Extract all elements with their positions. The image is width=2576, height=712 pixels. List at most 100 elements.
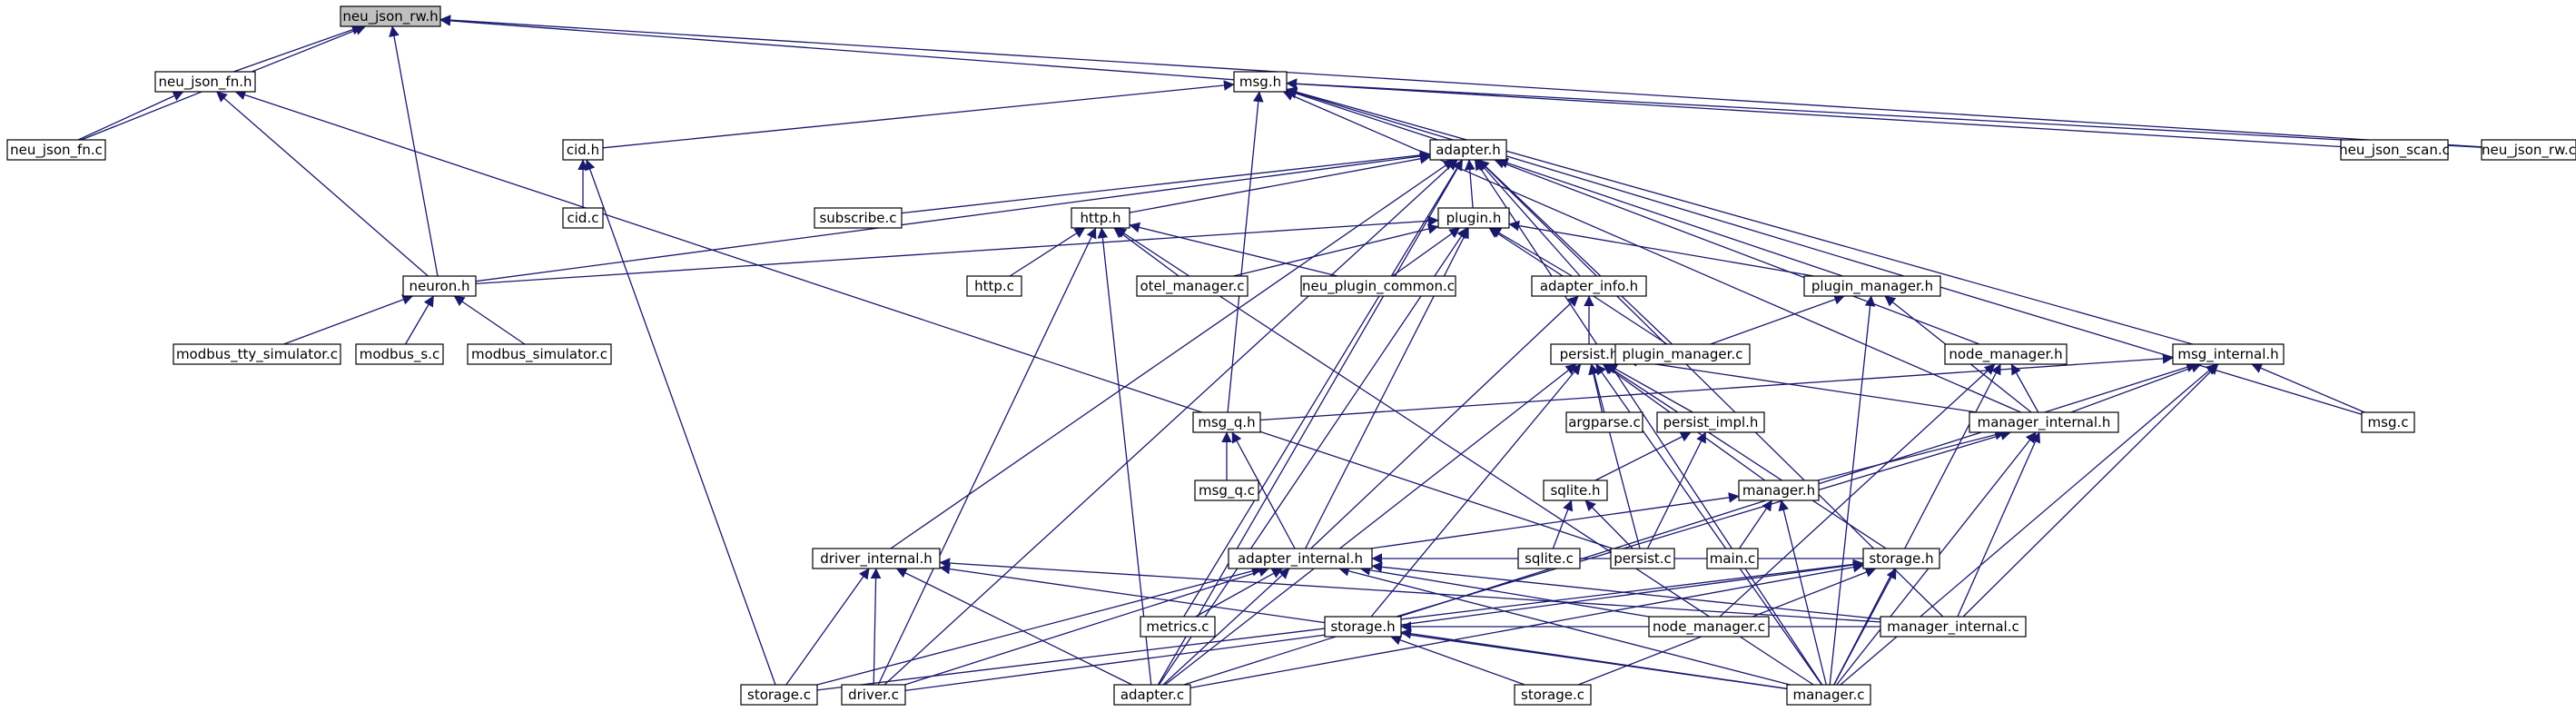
- node-label: plugin_manager.h: [1811, 278, 1933, 295]
- edge-msg-internal-h-to-msg-h: [1286, 86, 2194, 345]
- node-label: neu_json_fn.h: [159, 74, 252, 91]
- edge-plugin-manager-h-to-adapter-h: [1497, 158, 1843, 277]
- node-box: [402, 275, 477, 297]
- node-msg-h[interactable]: msg.h: [1233, 71, 1288, 93]
- edge-adapter-internal-h-to-adapter-info-h: [1310, 295, 1579, 549]
- node-label: plugin.h: [1446, 210, 1502, 226]
- node-node-manager-c[interactable]: node_manager.c: [1648, 616, 1770, 638]
- node-label: msg_q.h: [1198, 414, 1255, 431]
- node-neu-json-rw-h[interactable]: neu_json_rw.h: [340, 5, 441, 27]
- node-adapter-info-h[interactable]: adapter_info.h: [1531, 275, 1647, 297]
- node-msg-q-c[interactable]: msg_q.c: [1194, 480, 1259, 501]
- node-box: [1514, 684, 1592, 706]
- node-box: [2361, 411, 2415, 433]
- node-box: [1543, 480, 1608, 501]
- node-neu-plugin-common-c[interactable]: neu_plugin_common.c: [1300, 275, 1456, 297]
- node-box: [2172, 343, 2285, 365]
- edge-neuron-h-to-plugin-h: [475, 215, 1439, 285]
- edge-neu-json-fn-c-to-neu-json-fn-h: [77, 91, 184, 141]
- node-box: [1614, 343, 1751, 365]
- node-storage-h-a[interactable]: storage.h: [1862, 548, 1940, 569]
- node-storage-c-b[interactable]: storage.c: [1514, 684, 1592, 706]
- node-neuron-h[interactable]: neuron.h: [402, 275, 477, 297]
- node-argparse-c[interactable]: argparse.c: [1565, 411, 1643, 433]
- node-sqlite-h[interactable]: sqlite.h: [1543, 480, 1608, 501]
- node-box: [1648, 616, 1770, 638]
- node-label: metrics.c: [1146, 618, 1209, 635]
- node-box: [340, 5, 441, 27]
- node-http-h[interactable]: http.h: [1071, 207, 1130, 229]
- node-box: [562, 139, 604, 161]
- node-cid-c[interactable]: cid.c: [562, 207, 604, 229]
- node-label: manager.h: [1742, 482, 1815, 499]
- node-label: adapter_info.h: [1540, 278, 1638, 295]
- node-manager-internal-c[interactable]: manager_internal.c: [1880, 616, 2027, 638]
- node-persist-impl-h[interactable]: persist_impl.h: [1656, 411, 1765, 433]
- edge-adapter-info-h-to-plugin-h: [1490, 227, 1573, 277]
- node-adapter-internal-h[interactable]: adapter_internal.h: [1228, 548, 1373, 569]
- node-neu-json-rw-c[interactable]: neu_json_rw.c: [2481, 139, 2576, 161]
- node-sqlite-c[interactable]: sqlite.c: [1517, 548, 1581, 569]
- node-box: [1706, 548, 1759, 569]
- node-box: [1136, 275, 1249, 297]
- node-msg-c[interactable]: msg.c: [2361, 411, 2415, 433]
- edge-http-c-to-http-h: [1009, 227, 1086, 277]
- node-manager-h[interactable]: manager.h: [1738, 480, 1820, 501]
- node-adapter-c[interactable]: adapter.c: [1113, 684, 1191, 706]
- node-adapter-h[interactable]: adapter.h: [1429, 139, 1507, 161]
- node-box: [1233, 71, 1288, 93]
- node-box: [154, 71, 256, 93]
- edge-persist-impl-h-to-persist-h: [1606, 363, 1693, 413]
- node-manager-c[interactable]: manager.c: [1786, 684, 1871, 706]
- node-metrics-c[interactable]: metrics.c: [1140, 616, 1216, 638]
- node-persist-c[interactable]: persist.c: [1610, 548, 1675, 569]
- edge-adapter-internal-h-to-manager-h: [1370, 492, 1740, 549]
- node-label: driver.c: [848, 687, 899, 703]
- node-subscribe-c[interactable]: subscribe.c: [814, 207, 903, 229]
- node-driver-internal-h[interactable]: driver_internal.h: [812, 548, 941, 569]
- node-plugin-h[interactable]: plugin.h: [1437, 207, 1510, 229]
- node-box: [6, 139, 106, 161]
- node-label: driver_internal.h: [820, 550, 932, 568]
- edge-manager-c-to-adapter-h: [1474, 159, 1823, 686]
- node-box: [966, 275, 1022, 297]
- node-label: cid.c: [568, 210, 599, 226]
- edge-subscribe-c-to-adapter-h: [901, 150, 1431, 214]
- node-label: cid.h: [567, 142, 599, 158]
- node-driver-c[interactable]: driver.c: [841, 684, 906, 706]
- edge-modbus-tty-simulator-c-to-neuron-h: [283, 294, 414, 345]
- edge-neuron-h-to-adapter-h: [475, 151, 1431, 282]
- node-label: node_manager.h: [1949, 346, 2062, 363]
- edge-msg-c-to-msg-internal-h: [2251, 362, 2365, 413]
- node-label: persist.h: [1560, 346, 1619, 362]
- node-manager-internal-h[interactable]: manager_internal.h: [1969, 411, 2119, 433]
- edge-driver-c-to-adapter-internal-h: [904, 566, 1270, 686]
- node-msg-internal-h[interactable]: msg_internal.h: [2172, 343, 2285, 365]
- node-msg-q-h[interactable]: msg_q.h: [1192, 411, 1261, 433]
- node-storage-c-a[interactable]: storage.c: [740, 684, 818, 706]
- edge-driver-internal-h-to-adapter-h: [890, 159, 1455, 549]
- node-http-c[interactable]: http.c: [966, 275, 1022, 297]
- node-node-manager-h[interactable]: node_manager.h: [1944, 343, 2068, 365]
- node-cid-h[interactable]: cid.h: [562, 139, 604, 161]
- node-plugin-manager-h[interactable]: plugin_manager.h: [1803, 275, 1941, 297]
- node-box: [1565, 411, 1643, 433]
- edge-manager-internal-c-to-driver-internal-h: [939, 558, 1881, 623]
- node-neu-json-fn-c[interactable]: neu_json_fn.c: [6, 139, 106, 161]
- node-label: http.h: [1080, 210, 1120, 226]
- node-modbus-tty-simulator-c[interactable]: modbus_tty_simulator.c: [173, 343, 341, 365]
- node-storage-h-b[interactable]: storage.h: [1324, 616, 1402, 638]
- edge-driver-c-to-driver-internal-h: [870, 568, 882, 686]
- node-modbus-simulator-c[interactable]: modbus_simulator.c: [467, 343, 612, 365]
- node-box: [1071, 207, 1130, 229]
- node-neu-json-fn-h[interactable]: neu_json_fn.h: [154, 71, 256, 93]
- node-modbus-s-c[interactable]: modbus_s.c: [355, 343, 444, 365]
- node-main-c[interactable]: main.c: [1706, 548, 1759, 569]
- node-label: msg.h: [1239, 74, 1281, 90]
- node-box: [1610, 548, 1675, 569]
- node-neu-json-scan-c[interactable]: neu_json_scan.c: [2339, 139, 2450, 161]
- node-plugin-manager-c[interactable]: plugin_manager.c: [1614, 343, 1751, 365]
- node-otel-manager-c[interactable]: otel_manager.c: [1136, 275, 1249, 297]
- node-box: [1803, 275, 1941, 297]
- edge-manager-c-to-storage-h-b: [1400, 628, 1788, 689]
